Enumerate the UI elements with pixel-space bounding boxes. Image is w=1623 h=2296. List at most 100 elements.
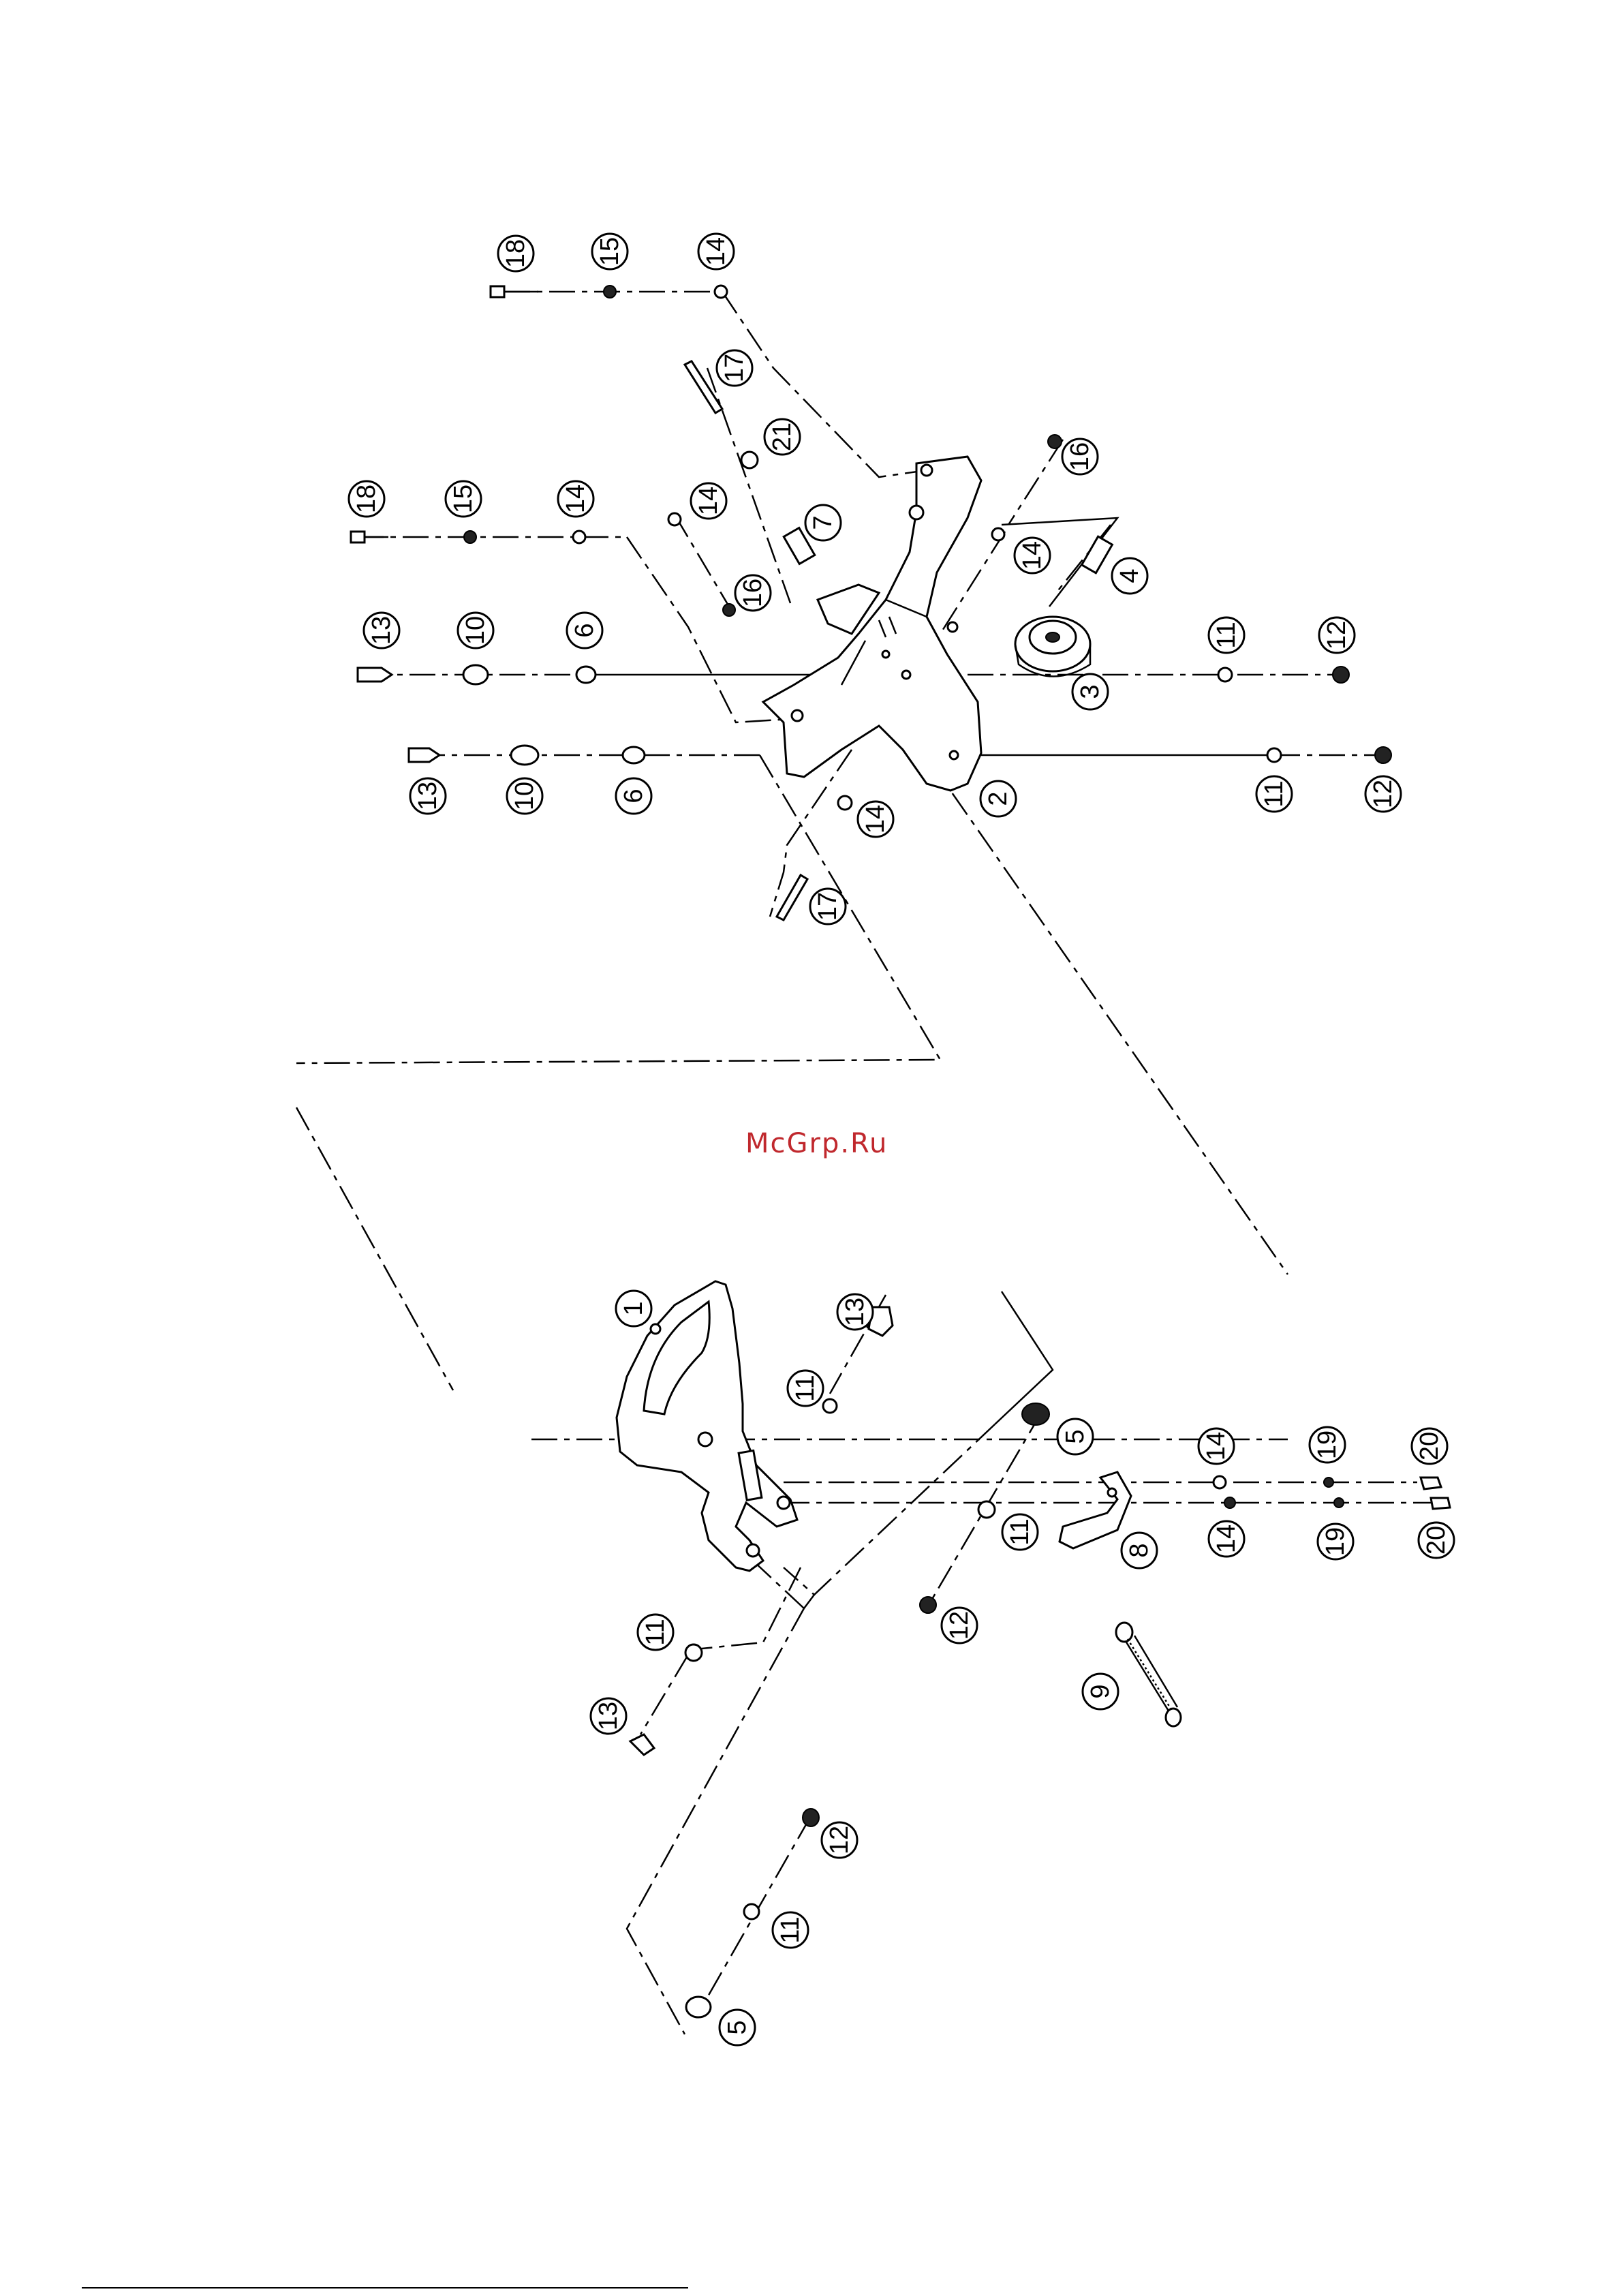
svg-text:11: 11	[1260, 780, 1288, 807]
svg-text:14: 14	[1202, 1432, 1231, 1460]
svg-text:11: 11	[1006, 1518, 1034, 1545]
svg-text:13: 13	[841, 1298, 869, 1326]
svg-text:4: 4	[1115, 568, 1144, 583]
svg-text:14: 14	[561, 485, 590, 513]
svg-text:11: 11	[791, 1375, 820, 1401]
callout-15-second: 15	[446, 481, 481, 517]
svg-text:17: 17	[814, 892, 842, 921]
bracket-part-8	[1060, 1472, 1131, 1548]
svg-text:6: 6	[619, 789, 648, 803]
callout-6-lower: 6	[616, 778, 651, 814]
svg-text:8: 8	[1125, 1543, 1154, 1557]
plate-part-2	[763, 457, 981, 791]
callout-19-upper: 19	[1310, 1427, 1345, 1463]
idler-pulley-part-3	[1015, 617, 1090, 677]
svg-text:11: 11	[641, 1619, 670, 1645]
svg-text:5: 5	[1061, 1429, 1089, 1443]
callout-11-arm-middle: 11	[1002, 1514, 1038, 1550]
svg-text:12: 12	[825, 1826, 854, 1854]
callout-11-lower: 11	[1256, 776, 1292, 812]
callout-7: 7	[805, 505, 841, 540]
callout-11-bottom: 11	[773, 1912, 808, 1948]
callout-14-arm-lower: 14	[1209, 1521, 1244, 1557]
callout-20-lower: 20	[1419, 1522, 1454, 1558]
svg-text:12: 12	[945, 1611, 974, 1640]
callout-13-upper: 13	[364, 613, 399, 648]
assembly-lines-upper	[296, 292, 1390, 1390]
svg-text:17: 17	[720, 354, 749, 382]
callout-14-top: 14	[698, 234, 734, 269]
svg-text:19: 19	[1321, 1527, 1350, 1556]
svg-text:20: 20	[1422, 1526, 1451, 1555]
callout-13-bottom: 13	[591, 1698, 626, 1734]
callout-11-arm-lower: 11	[638, 1614, 673, 1650]
callout-4: 4	[1112, 558, 1147, 594]
callout-17-lower: 17	[810, 889, 846, 924]
svg-text:18: 18	[501, 239, 530, 268]
svg-text:15: 15	[449, 485, 478, 513]
callout-14-middle: 14	[858, 801, 893, 837]
svg-text:5: 5	[723, 2020, 752, 2034]
svg-text:1: 1	[619, 1301, 648, 1315]
callout-17-upper: 17	[717, 350, 752, 386]
callout-8: 8	[1122, 1533, 1157, 1568]
svg-text:2: 2	[984, 791, 1013, 806]
svg-text:13: 13	[414, 782, 442, 810]
svg-text:14: 14	[1212, 1525, 1241, 1553]
spring-part-9	[1116, 1623, 1181, 1726]
svg-text:15: 15	[596, 237, 624, 266]
callout-20-upper: 20	[1412, 1428, 1447, 1464]
callout-9: 9	[1083, 1674, 1118, 1709]
callout-3: 3	[1072, 674, 1108, 709]
callout-14-arm-upper: 14	[1199, 1428, 1234, 1464]
svg-text:3: 3	[1076, 684, 1104, 699]
svg-text:11: 11	[776, 1916, 805, 1943]
callout-11-arm: 11	[788, 1371, 823, 1406]
callout-1: 1	[616, 1291, 651, 1326]
spacer-part-4	[1082, 536, 1113, 573]
arm-part-1	[617, 1281, 797, 1571]
callout-10-lower: 10	[507, 778, 542, 814]
callout-13-arm: 13	[837, 1294, 873, 1330]
svg-text:11: 11	[1212, 622, 1241, 648]
callout-12-arm: 12	[942, 1608, 977, 1643]
svg-text:14: 14	[861, 805, 890, 833]
callout-5-bottom: 5	[720, 2010, 755, 2045]
hardware-lower	[630, 1307, 1450, 2017]
callout-5-upper: 5	[1057, 1419, 1093, 1454]
callout-16-upper-right: 16	[1062, 439, 1098, 474]
svg-text:9: 9	[1086, 1684, 1115, 1698]
svg-text:7: 7	[809, 515, 837, 530]
callout-19-lower: 19	[1318, 1524, 1353, 1559]
callout-21: 21	[764, 419, 800, 455]
svg-text:13: 13	[594, 1702, 623, 1730]
callout-14-second: 14	[558, 481, 593, 517]
callout-12-bottom: 12	[822, 1822, 857, 1858]
svg-text:14: 14	[702, 237, 730, 266]
callout-18-top: 18	[498, 236, 534, 271]
callout-14-bracket: 14	[691, 483, 726, 519]
svg-text:12: 12	[1323, 621, 1351, 649]
callout-12-lower: 12	[1365, 776, 1401, 812]
svg-text:19: 19	[1313, 1430, 1342, 1459]
svg-text:20: 20	[1415, 1432, 1444, 1460]
callout-13-lower: 13	[410, 778, 446, 814]
footer-rule	[82, 2287, 688, 2289]
svg-text:12: 12	[1369, 780, 1397, 808]
callout-16-left: 16	[735, 575, 771, 611]
svg-text:14: 14	[1018, 541, 1047, 570]
svg-text:16: 16	[1066, 442, 1094, 471]
svg-text:10: 10	[510, 782, 539, 810]
svg-text:18: 18	[352, 485, 381, 513]
svg-text:14: 14	[694, 487, 723, 515]
svg-text:21: 21	[768, 423, 797, 451]
watermark-text: McGrp.Ru	[745, 1128, 888, 1159]
callout-6-upper: 6	[567, 613, 602, 648]
callout-12-upper: 12	[1319, 617, 1355, 653]
callout-14-right: 14	[1015, 538, 1050, 573]
callout-15-top: 15	[592, 234, 628, 269]
svg-text:10: 10	[461, 616, 490, 645]
bracket-part-7	[784, 528, 879, 634]
callout-18-second: 18	[349, 481, 384, 517]
